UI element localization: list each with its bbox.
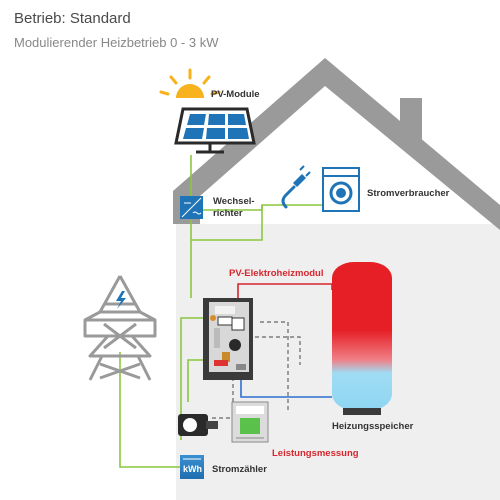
chimney [400,98,422,138]
consumer-label: Stromverbraucher [367,188,450,199]
inverter-label-line1: Wechsel- [213,196,255,207]
inverter-label-line2: richter [213,208,243,219]
plug-icon [281,165,311,209]
mode-subtitle: Modulierender Heizbetrieb 0 - 3 kW [14,35,219,50]
washing-machine-icon [322,167,360,212]
current-clamp-icon [178,414,218,436]
return-water-line [240,378,332,398]
meter-icon: kWh [180,455,204,479]
meter-unit: kWh [183,464,202,474]
power-meter-icon [231,401,269,443]
mode-title: Betrieb: Standard [14,10,131,27]
storage-tank-icon [332,262,392,415]
pv-label: PV-Module [211,89,260,100]
heating-module-icon [203,298,253,380]
solar-panel-icon [174,107,256,154]
lightning-icon [116,291,126,309]
hot-water-line [237,283,332,300]
meter-label: Stromzähler [212,464,267,475]
sun-icon [159,68,221,98]
power-meter-label: Leistungsmessung [272,448,359,459]
heating-module-label: PV-Elektroheizmodul [229,268,324,279]
storage-label: Heizungsspeicher [332,421,414,432]
pylon-icon [83,275,157,381]
inverter-icon [180,196,203,219]
power-lines [119,155,322,468]
